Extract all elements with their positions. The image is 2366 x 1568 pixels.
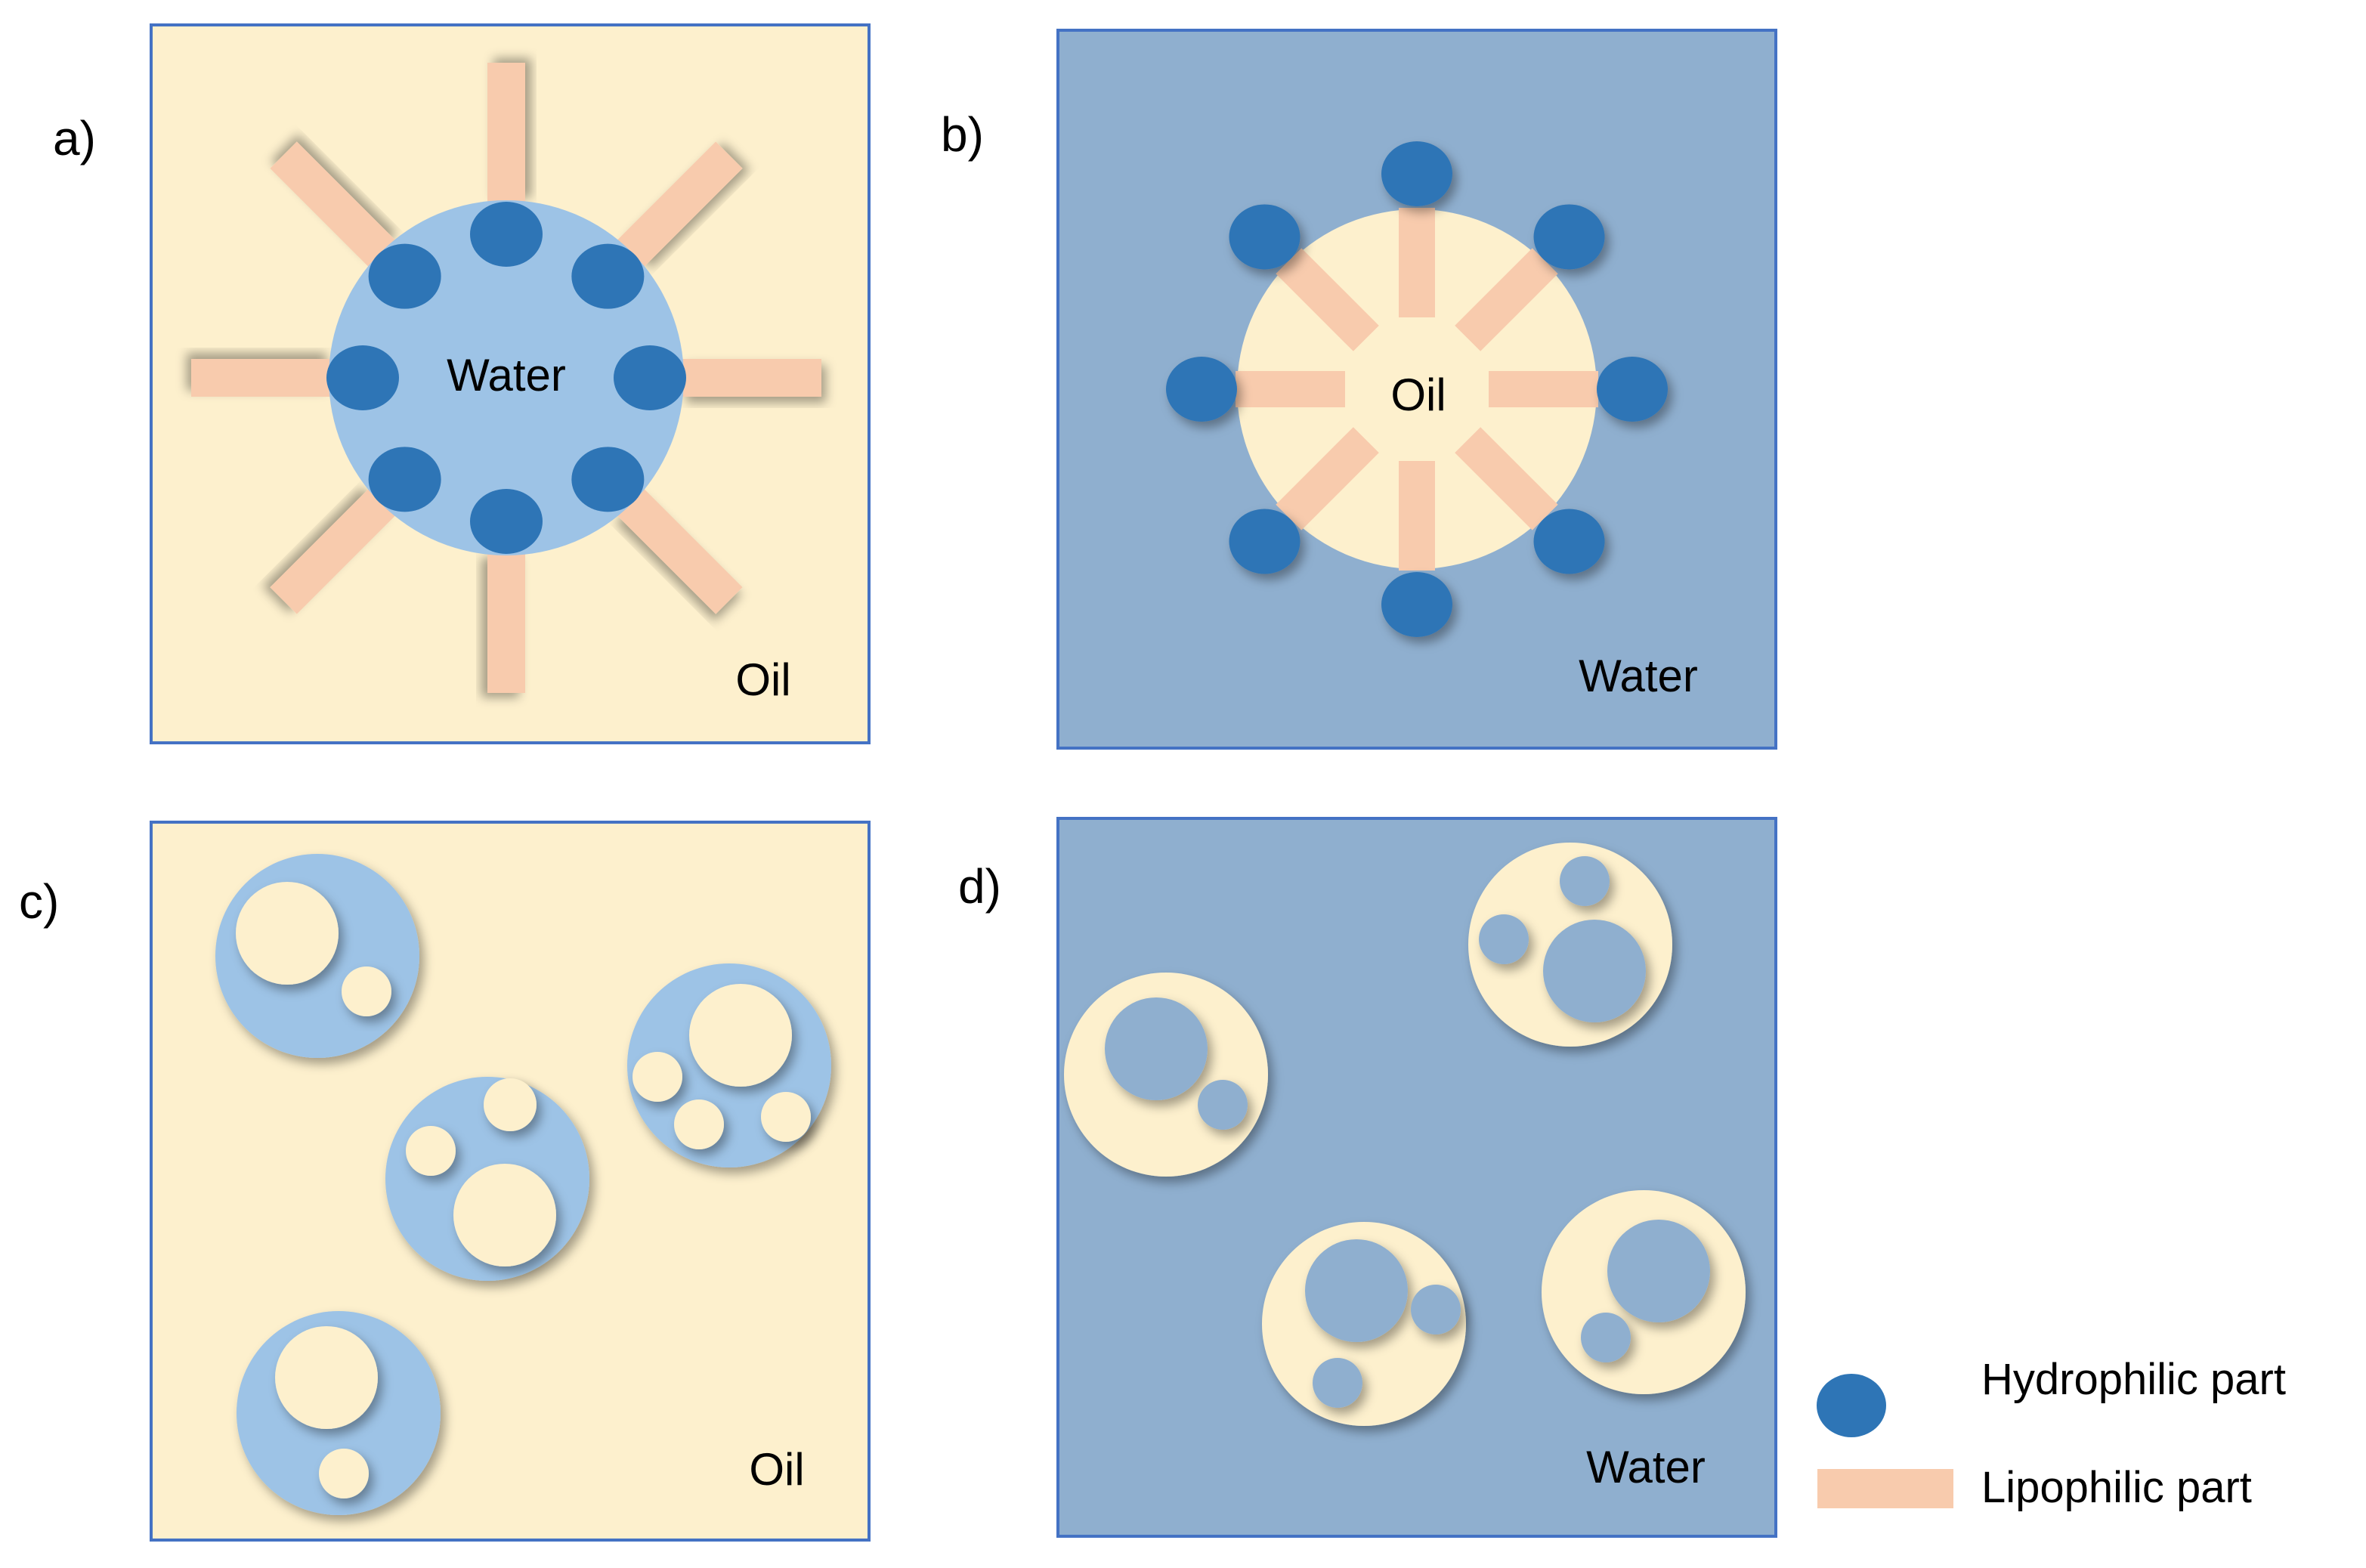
- inner-droplet: [484, 1078, 537, 1131]
- inner-droplet: [406, 1126, 456, 1176]
- panel-c: Oil: [150, 821, 871, 1542]
- hydrophilic-head: [1597, 357, 1668, 422]
- lipophilic-tail: [1399, 461, 1435, 571]
- hydrophilic-head: [1381, 572, 1452, 637]
- inner-droplet: [1581, 1313, 1631, 1362]
- emulsion-droplet: [1262, 1222, 1466, 1426]
- panel-d-medium-label: Water: [1586, 1442, 1706, 1492]
- lipophilic-tail: [1276, 427, 1379, 530]
- panel-b-core-label-backdrop: [1372, 361, 1462, 422]
- lipophilic-tail: [270, 488, 396, 614]
- hydrophilic-head: [470, 202, 543, 267]
- inner-droplet: [689, 984, 792, 1087]
- legend-lipophilic-label: Lipophilic part: [1981, 1463, 2252, 1512]
- panel-a-core-label: Water: [447, 350, 566, 401]
- emulsion-droplet: [1468, 843, 1672, 1047]
- hydrophilic-head: [571, 243, 645, 309]
- hydrophilic-head: [470, 489, 543, 554]
- inner-droplet: [1305, 1239, 1408, 1342]
- lipophilic-tail: [1455, 248, 1558, 351]
- panel-b-hydrophilic-heads: [1166, 141, 1668, 637]
- inner-droplet: [1198, 1080, 1248, 1130]
- lipophilic-tail: [617, 141, 743, 268]
- lipophilic-tail: [1276, 248, 1379, 351]
- panel-c-medium-label: Oil: [749, 1444, 804, 1495]
- inner-droplet: [1560, 856, 1610, 906]
- inner-droplet: [1607, 1220, 1710, 1322]
- panel-b-core-label: Oil: [1390, 370, 1446, 420]
- emulsion-droplet: [237, 1311, 441, 1515]
- panel-a: Water Oil: [150, 23, 871, 744]
- emulsion-droplet: [385, 1077, 589, 1281]
- lipophilic-tail: [191, 359, 331, 397]
- panel-c-label: c): [19, 874, 59, 929]
- emulsion-droplet: [1542, 1190, 1746, 1394]
- hydrophilic-head: [368, 243, 441, 309]
- panel-d-double-emulsion-droplets: [1064, 843, 1746, 1426]
- inner-droplet: [632, 1052, 682, 1102]
- inner-droplet: [1479, 914, 1529, 964]
- inner-droplet: [453, 1164, 556, 1266]
- legend-hydrophilic-label: Hydrophilic part: [1981, 1355, 2286, 1404]
- panel-d: Water: [1056, 817, 1777, 1538]
- inner-droplet: [1313, 1358, 1362, 1408]
- lipophilic-tail: [487, 553, 525, 693]
- hydrophilic-head: [326, 345, 399, 410]
- lipophilic-tail: [617, 488, 743, 614]
- inner-droplet: [319, 1449, 369, 1498]
- legend-hydrophilic-swatch: [1817, 1374, 1886, 1437]
- emulsion-droplet: [215, 854, 419, 1058]
- inner-droplet: [1105, 997, 1208, 1100]
- panel-b-label: b): [941, 107, 984, 162]
- inner-droplet: [1411, 1285, 1461, 1335]
- panel-a-lipophilic-tails: [191, 63, 821, 693]
- lipophilic-tail: [682, 359, 821, 397]
- panel-c-double-emulsion-droplets: [215, 854, 831, 1515]
- lipophilic-tail: [1236, 371, 1345, 407]
- panel-a-hydrophilic-heads: [326, 202, 686, 554]
- lipophilic-tail: [1455, 427, 1558, 530]
- panel-a-medium-label: Oil: [735, 654, 790, 705]
- hydrophilic-head: [368, 447, 441, 512]
- hydrophilic-head: [1533, 509, 1605, 574]
- inner-droplet: [342, 966, 391, 1016]
- panel-a-label: a): [53, 111, 96, 165]
- panel-d-label: d): [958, 859, 1001, 914]
- lipophilic-tail: [1399, 208, 1435, 317]
- hydrophilic-head: [614, 345, 686, 410]
- emulsion-droplet: [627, 963, 831, 1167]
- inner-droplet: [275, 1326, 378, 1429]
- panel-b: Oil Water: [1056, 29, 1777, 750]
- inner-droplet: [236, 882, 339, 985]
- lipophilic-tail: [487, 63, 525, 203]
- legend: Hydrophilic part Lipophilic part: [1817, 1355, 2286, 1512]
- lipophilic-tail: [270, 141, 396, 268]
- hydrophilic-head: [1229, 509, 1301, 574]
- legend-lipophilic-swatch: [1817, 1469, 1953, 1508]
- hydrophilic-head: [1166, 357, 1237, 422]
- inner-droplet: [674, 1099, 724, 1149]
- panel-b-medium-label: Water: [1579, 651, 1698, 701]
- hydrophilic-head: [1533, 204, 1605, 270]
- inner-droplet: [1543, 920, 1646, 1022]
- emulsion-droplet: [1064, 973, 1268, 1177]
- hydrophilic-head: [1229, 204, 1301, 270]
- hydrophilic-head: [1381, 141, 1452, 206]
- hydrophilic-head: [571, 447, 645, 512]
- panel-b-lipophilic-tails: [1236, 208, 1598, 571]
- inner-droplet: [761, 1092, 811, 1142]
- lipophilic-tail: [1489, 371, 1598, 407]
